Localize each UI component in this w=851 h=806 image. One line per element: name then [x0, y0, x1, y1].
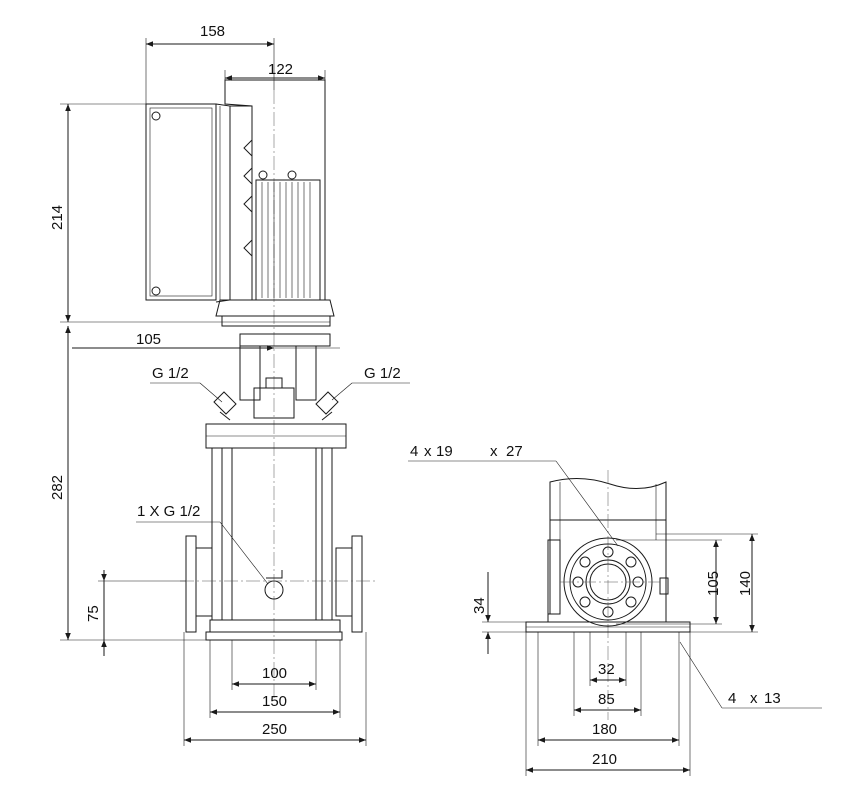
- label-flange-holes-c: 27: [506, 443, 523, 460]
- dim-motor-width: 158: [200, 23, 225, 40]
- motor-terminal-box: [145, 103, 253, 303]
- dim-180: 180: [592, 721, 617, 738]
- dim-flange-105: 105: [705, 571, 722, 596]
- label-vent-left: G 1/2: [152, 365, 189, 382]
- side-view-dimensions: 4 x 19 x 27 105 140 34 32 85: [408, 443, 822, 776]
- label-flange-holes-b: 19: [436, 443, 453, 460]
- dim-base-inner: 100: [262, 665, 287, 682]
- vent-plug-right: [315, 391, 339, 421]
- dim-85: 85: [598, 691, 615, 708]
- label-flange-holes-x1: x: [424, 443, 432, 460]
- label-base-holes-a: 4: [728, 690, 736, 707]
- dim-half-width: 105: [136, 331, 161, 348]
- dim-motor-right: 122: [268, 61, 293, 78]
- motor-stool: [215, 299, 335, 419]
- label-drain: 1 X G 1/2: [137, 503, 200, 520]
- dim-flange-height: 75: [85, 605, 102, 622]
- label-vent-right: G 1/2: [364, 365, 401, 382]
- side-flange: [547, 537, 669, 627]
- dim-pump-height: 282: [49, 475, 66, 500]
- dim-210: 210: [592, 751, 617, 768]
- dim-base-outer: 250: [262, 721, 287, 738]
- front-view: [145, 79, 378, 700]
- label-base-holes-x: x: [750, 690, 758, 707]
- front-view-dimensions: 158 122 214 105 282 75 100 150: [49, 23, 410, 746]
- motor-housing: [224, 79, 326, 301]
- dim-motor-height: 214: [49, 205, 66, 230]
- side-view: [525, 470, 691, 720]
- inlet-flange-left: [185, 535, 213, 633]
- label-flange-holes-a: 4: [410, 443, 418, 460]
- vent-plug-left: [213, 391, 237, 421]
- label-flange-holes-x2: x: [490, 443, 498, 460]
- pump-sleeve: [211, 447, 333, 621]
- outlet-flange-right: [335, 535, 363, 633]
- side-base: [525, 614, 691, 633]
- dim-base-mid: 150: [262, 693, 287, 710]
- dim-32: 32: [598, 661, 615, 678]
- pump-base: [180, 580, 378, 641]
- dim-flange-140: 140: [737, 571, 754, 596]
- dim-base-height: 34: [471, 597, 488, 614]
- label-base-holes-b: 13: [764, 690, 781, 707]
